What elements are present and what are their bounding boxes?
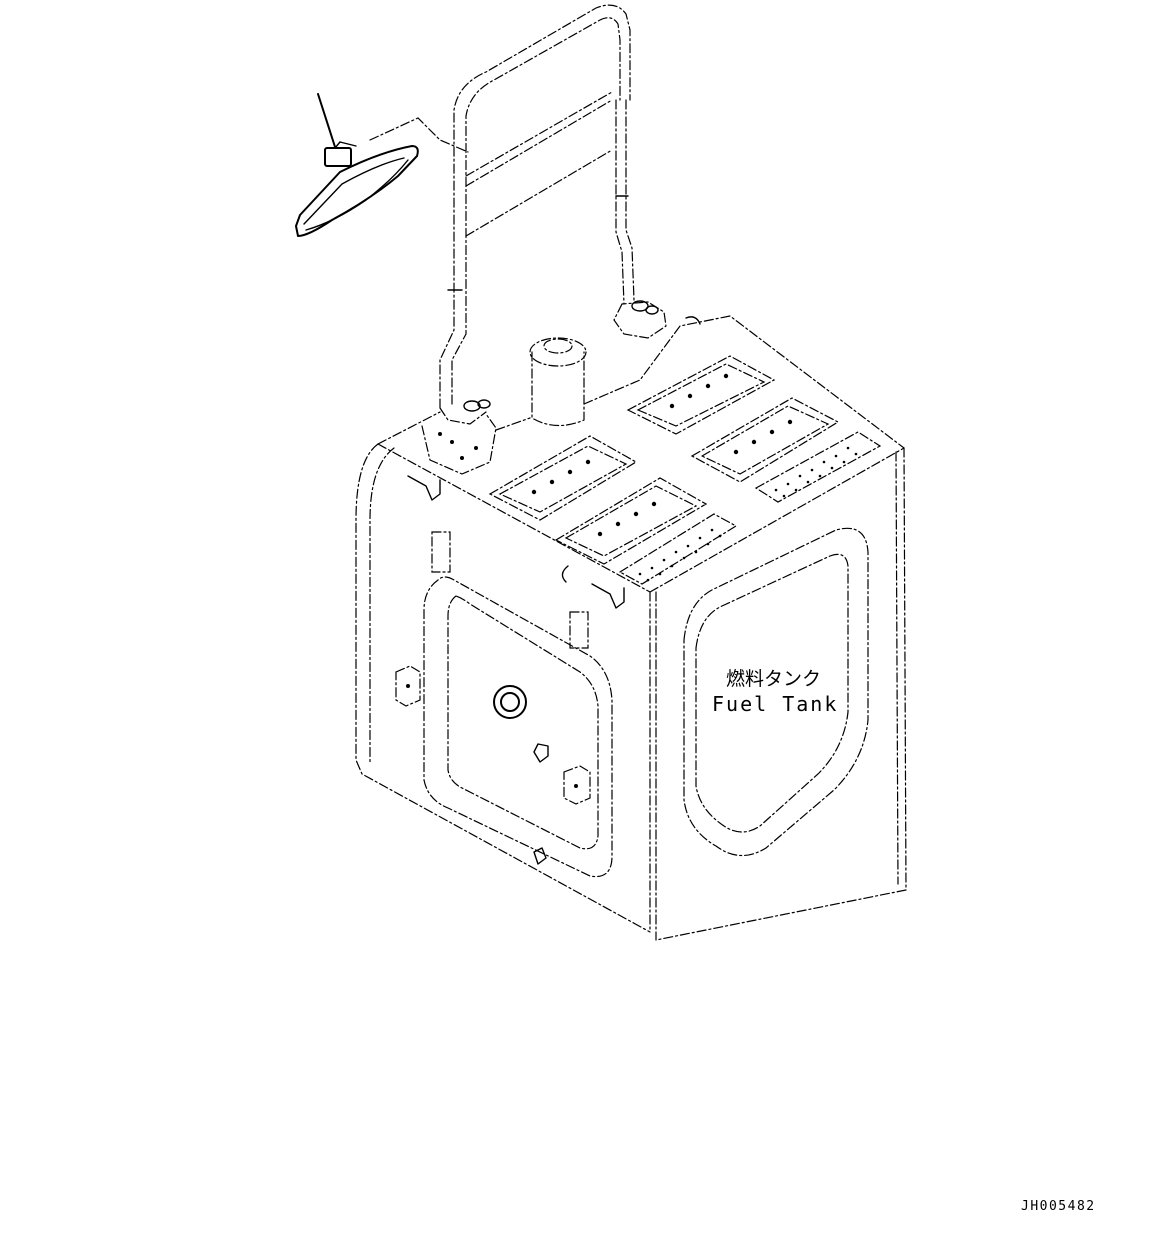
mirror-bracket xyxy=(324,147,352,167)
filler-cap xyxy=(529,337,587,427)
leader-line xyxy=(317,93,337,151)
tank-label-japanese: 燃料タンク xyxy=(726,668,821,690)
top-covers xyxy=(488,355,882,585)
anti-slip-dots xyxy=(638,446,858,582)
mirror-part xyxy=(295,93,469,237)
drawing-code: JH005482 xyxy=(1021,1199,1096,1214)
fuel-gauge-icon xyxy=(493,685,527,719)
handrail xyxy=(421,4,701,475)
mirror-glass xyxy=(295,145,419,237)
cover-bolts xyxy=(531,373,793,537)
tank-label-english: Fuel Tank xyxy=(712,692,838,716)
tank-body xyxy=(355,315,907,941)
